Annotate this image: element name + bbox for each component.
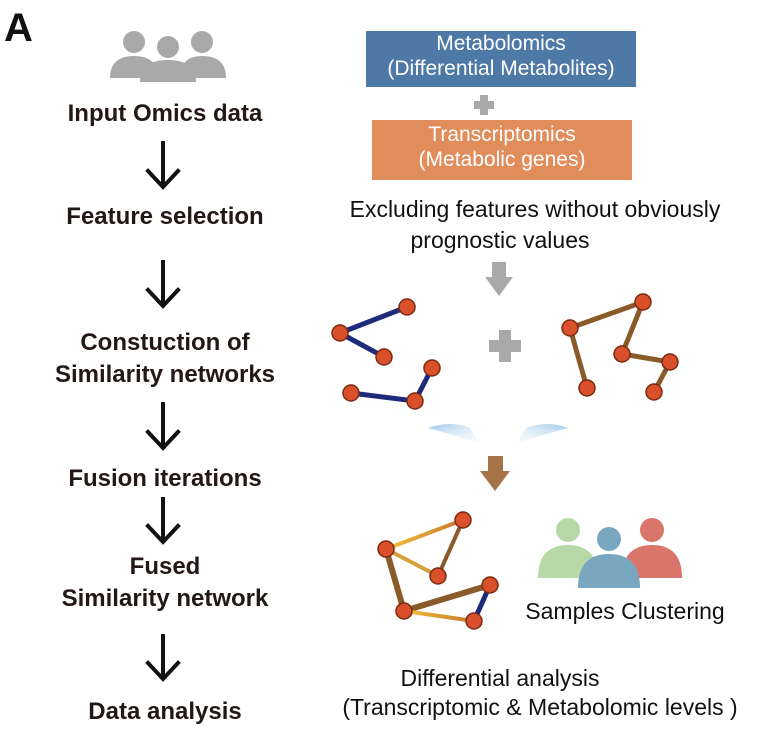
step-construction-line1: Constuction of	[80, 329, 250, 356]
panel-label: A	[4, 6, 33, 50]
samples-clustering-label: Samples Clustering	[525, 598, 725, 624]
analysis-levels: (Transcriptomic & Metabolomic levels )	[342, 694, 738, 720]
fused-similarity-network	[377, 511, 499, 630]
fusion-swoosh-right	[516, 424, 568, 444]
people-group-icon	[110, 31, 226, 82]
step-data-analysis: Data analysis	[88, 698, 242, 725]
step-fused-line2: Similarity network	[61, 585, 269, 612]
step-fused-line1: Fused	[129, 553, 201, 580]
transcriptomics-subtitle: (Metabolic genes)	[418, 148, 586, 171]
down-arrow-icon	[145, 141, 181, 190]
transcriptomics-box: Transcriptomics (Metabolic genes)	[372, 120, 632, 180]
metabolomics-title: Metabolomics	[436, 32, 566, 55]
feature-description-line2: prognostic values	[410, 227, 590, 253]
gray-down-arrow-icon	[485, 262, 513, 296]
down-arrow-icon	[145, 260, 181, 309]
step-input-omics: Input Omics data	[67, 100, 263, 127]
analysis-title: Differential analysis	[400, 665, 600, 691]
metabolomics-box: Metabolomics (Differential Metabolites)	[366, 31, 636, 87]
down-arrow-icon	[145, 497, 181, 545]
transcriptomic-similarity-network	[561, 293, 679, 401]
step-fusion-iterations: Fusion iterations	[68, 465, 262, 492]
step-feature-selection: Feature selection	[66, 203, 264, 230]
down-arrow-icon	[145, 402, 181, 451]
step-construction-line2: Similarity networks	[54, 361, 276, 388]
plus-icon	[489, 330, 521, 362]
plus-icon	[474, 95, 494, 115]
brown-down-arrow-icon	[480, 456, 510, 491]
feature-description-line1: Excluding features without obviously	[349, 196, 721, 222]
down-arrow-icon	[145, 634, 181, 682]
metabolomics-subtitle: (Differential Metabolites)	[387, 57, 615, 80]
transcriptomics-title: Transcriptomics	[428, 123, 576, 146]
fusion-swoosh-left	[428, 424, 480, 444]
samples-clustering-icon	[538, 518, 682, 588]
metabolomic-similarity-network	[331, 298, 441, 410]
